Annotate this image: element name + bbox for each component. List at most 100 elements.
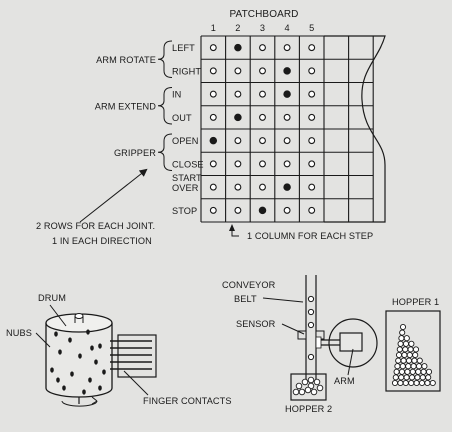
patch-hole-open	[234, 206, 242, 214]
patch-hole-open	[234, 90, 242, 98]
patch-hole-open	[209, 206, 217, 214]
hopper-1-ball	[404, 368, 411, 375]
drum-nub	[50, 367, 54, 373]
patch-hole-open	[283, 137, 291, 145]
row-label: OVER	[172, 183, 199, 193]
patch-pin-plugged	[209, 136, 218, 145]
patch-pin-plugged	[234, 43, 242, 52]
row-label: LEFT	[172, 43, 195, 53]
patch-hole-open	[209, 67, 217, 75]
drum-illustration	[45, 313, 113, 407]
column-number-4: 4	[284, 23, 289, 33]
patch-hole-open	[283, 206, 291, 214]
drum-nub	[98, 343, 102, 349]
hopper-1-ball	[429, 379, 436, 387]
drum-nub	[94, 359, 98, 365]
patch-hole-open	[209, 183, 217, 191]
part-on-belt	[307, 321, 315, 329]
drum-nub	[78, 353, 82, 359]
row-note-line-1: 2 ROWS FOR EACH JOINT.	[36, 221, 155, 231]
patch-hole-open	[259, 113, 266, 121]
hopper-1-ball	[408, 374, 416, 381]
row-note-arrow	[79, 168, 148, 223]
hopper-1-ball	[395, 357, 402, 364]
part-on-belt	[307, 295, 315, 303]
patch-hole-open	[308, 44, 316, 52]
hopper-1-ball	[398, 368, 406, 375]
drum-nub	[68, 337, 72, 343]
patch-hole-open	[234, 137, 242, 145]
group-label: ARM EXTEND	[95, 101, 156, 111]
hopper-1-label: HOPPER 1	[392, 297, 439, 307]
hopper-1-ball	[405, 363, 412, 370]
drum-nub	[86, 329, 90, 335]
group-brace	[157, 40, 173, 78]
hopper-1-ball	[407, 346, 414, 353]
hopper-1-ball	[410, 363, 417, 370]
hopper-1-ball	[412, 346, 420, 353]
drum-nub	[54, 331, 58, 337]
column-note: 1 COLUMN FOR EACH STEP	[247, 231, 373, 241]
patch-hole-open	[308, 137, 316, 145]
hopper-2-ball	[301, 378, 309, 386]
hopper-1-ball	[425, 374, 432, 381]
patchboard-torn-edge	[324, 35, 386, 223]
hopper-1-ball	[399, 363, 406, 370]
part-on-belt	[307, 353, 315, 361]
patchboard-grid	[200, 35, 374, 223]
hopper-1-ball	[421, 363, 428, 370]
hopper-1-ball	[415, 363, 423, 370]
hopper-1-ball	[420, 368, 427, 375]
drum-nub	[88, 377, 92, 383]
hopper-1-ball	[402, 346, 409, 353]
group-brace	[157, 133, 173, 171]
patch-hole-open	[308, 183, 316, 191]
patch-hole-open	[259, 137, 266, 145]
row-note-line-2: 1 IN EACH DIRECTION	[52, 236, 152, 246]
patch-hole-open	[259, 44, 266, 52]
drum-label: DRUM	[38, 293, 66, 303]
hopper-1-ball	[391, 379, 399, 387]
row-label: STOP	[172, 206, 197, 216]
column-note-arrow	[231, 229, 239, 237]
conveyor-label-line-2: BELT	[234, 294, 257, 304]
hopper-1-ball	[392, 374, 399, 381]
conveyor-label-line-1: CONVEYOR	[222, 280, 276, 290]
patch-pin-plugged	[258, 206, 267, 215]
nubs-leader	[35, 332, 51, 348]
patch-hole-open	[308, 206, 316, 214]
finger-contacts	[110, 334, 157, 378]
row-label: IN	[172, 90, 181, 100]
column-note-arrowhead	[229, 224, 235, 231]
hopper-1-ball	[409, 368, 416, 375]
group-label: ARM ROTATE	[96, 55, 156, 65]
arm-leader	[347, 348, 354, 376]
hopper-1-ball	[394, 363, 401, 370]
hopper-1-ball	[419, 374, 426, 381]
drum-nub	[98, 385, 102, 391]
part-on-belt	[307, 308, 315, 316]
hopper-1-ball	[418, 379, 426, 387]
row-label: RIGHT	[172, 66, 201, 76]
hopper-1-ball	[397, 379, 404, 387]
hopper-2-ball	[295, 382, 303, 390]
patch-hole-open	[259, 183, 266, 191]
column-number-3: 3	[260, 23, 265, 33]
hopper-2-ball	[304, 386, 312, 394]
drum-nub	[58, 349, 62, 355]
patch-hole-open	[234, 67, 242, 75]
drum-nub	[82, 389, 86, 395]
row-label: OUT	[172, 113, 192, 123]
hopper-1-ball	[402, 379, 409, 387]
patch-hole-open	[308, 160, 316, 168]
hopper-1-ball	[414, 374, 421, 381]
hopper-1-ball	[395, 351, 403, 359]
row-label: CLOSE	[172, 159, 204, 169]
arm-label: ARM	[334, 376, 355, 386]
drum-nub	[62, 385, 66, 391]
hopper-1-ball	[400, 357, 407, 364]
patch-hole-open	[234, 183, 242, 191]
